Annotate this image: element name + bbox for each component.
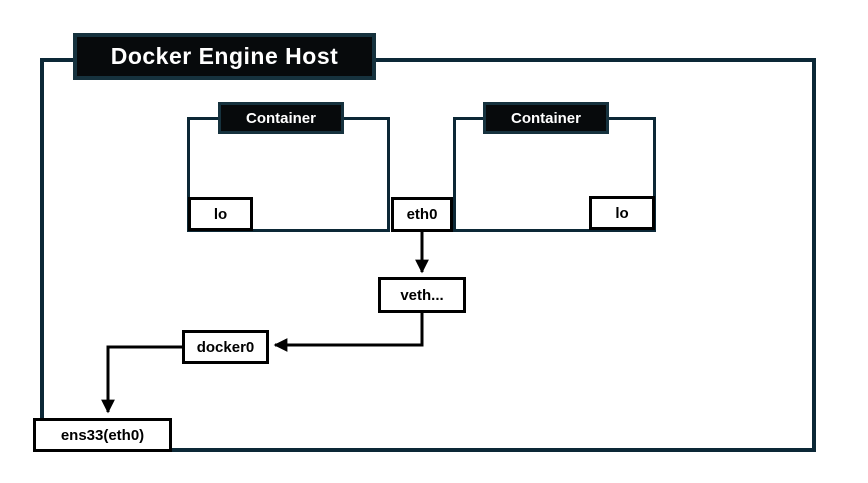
node-lo-left: lo [188,197,253,231]
node-eth0: eth0 [391,197,453,232]
docker-host-boundary [40,58,816,452]
diagram-title: Docker Engine Host [73,33,376,80]
node-veth: veth... [378,277,466,313]
edge-veth-to-docker0 [273,312,424,352]
node-ens33: ens33(eth0) [33,418,172,452]
node-docker0: docker0 [182,330,269,364]
edge-docker0-to-ens33 [101,345,182,414]
container-label-right: Container [483,102,609,134]
container-label-left: Container [218,102,344,134]
node-lo-right: lo [589,196,655,230]
